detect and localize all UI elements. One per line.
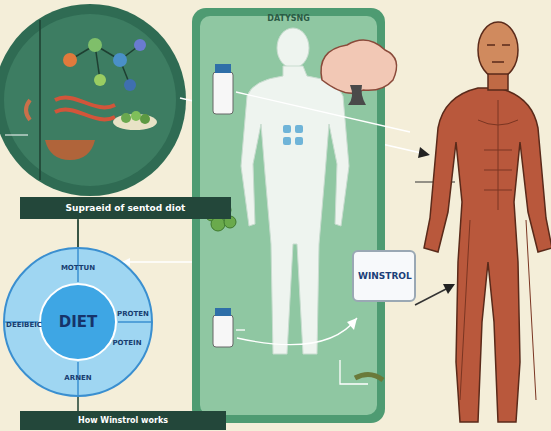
connector: [123, 261, 192, 263]
label-box: How Winstrol works: [20, 411, 226, 430]
node-text: Supraeid of sentod diot: [24, 203, 227, 214]
muscle-figure: [424, 22, 551, 422]
bowl: [45, 140, 95, 160]
node-text: How Winstrol works: [23, 416, 223, 426]
connector: [77, 397, 79, 411]
molecule: [70, 45, 140, 85]
connector: [77, 219, 79, 247]
ring-label: PROTEN: [117, 310, 149, 318]
ring-label: DEEIBEIC: [6, 321, 42, 329]
dna: [55, 98, 115, 120]
jar-box: WINSTROL: [352, 250, 416, 302]
ring-label: POTEIN: [112, 339, 141, 347]
label-box: Supraeid of sentod diot: [20, 197, 231, 219]
ring-label: ARNEN: [64, 374, 91, 382]
ring-label: MOTTUN: [61, 264, 95, 272]
node-text: WINSTROL: [358, 271, 410, 282]
abs: [283, 125, 303, 145]
circle-panel: [0, 4, 186, 196]
node-text: DATYSNG: [198, 14, 379, 24]
circle-panel-inner: [4, 14, 176, 186]
node-text: DIET: [59, 313, 98, 331]
